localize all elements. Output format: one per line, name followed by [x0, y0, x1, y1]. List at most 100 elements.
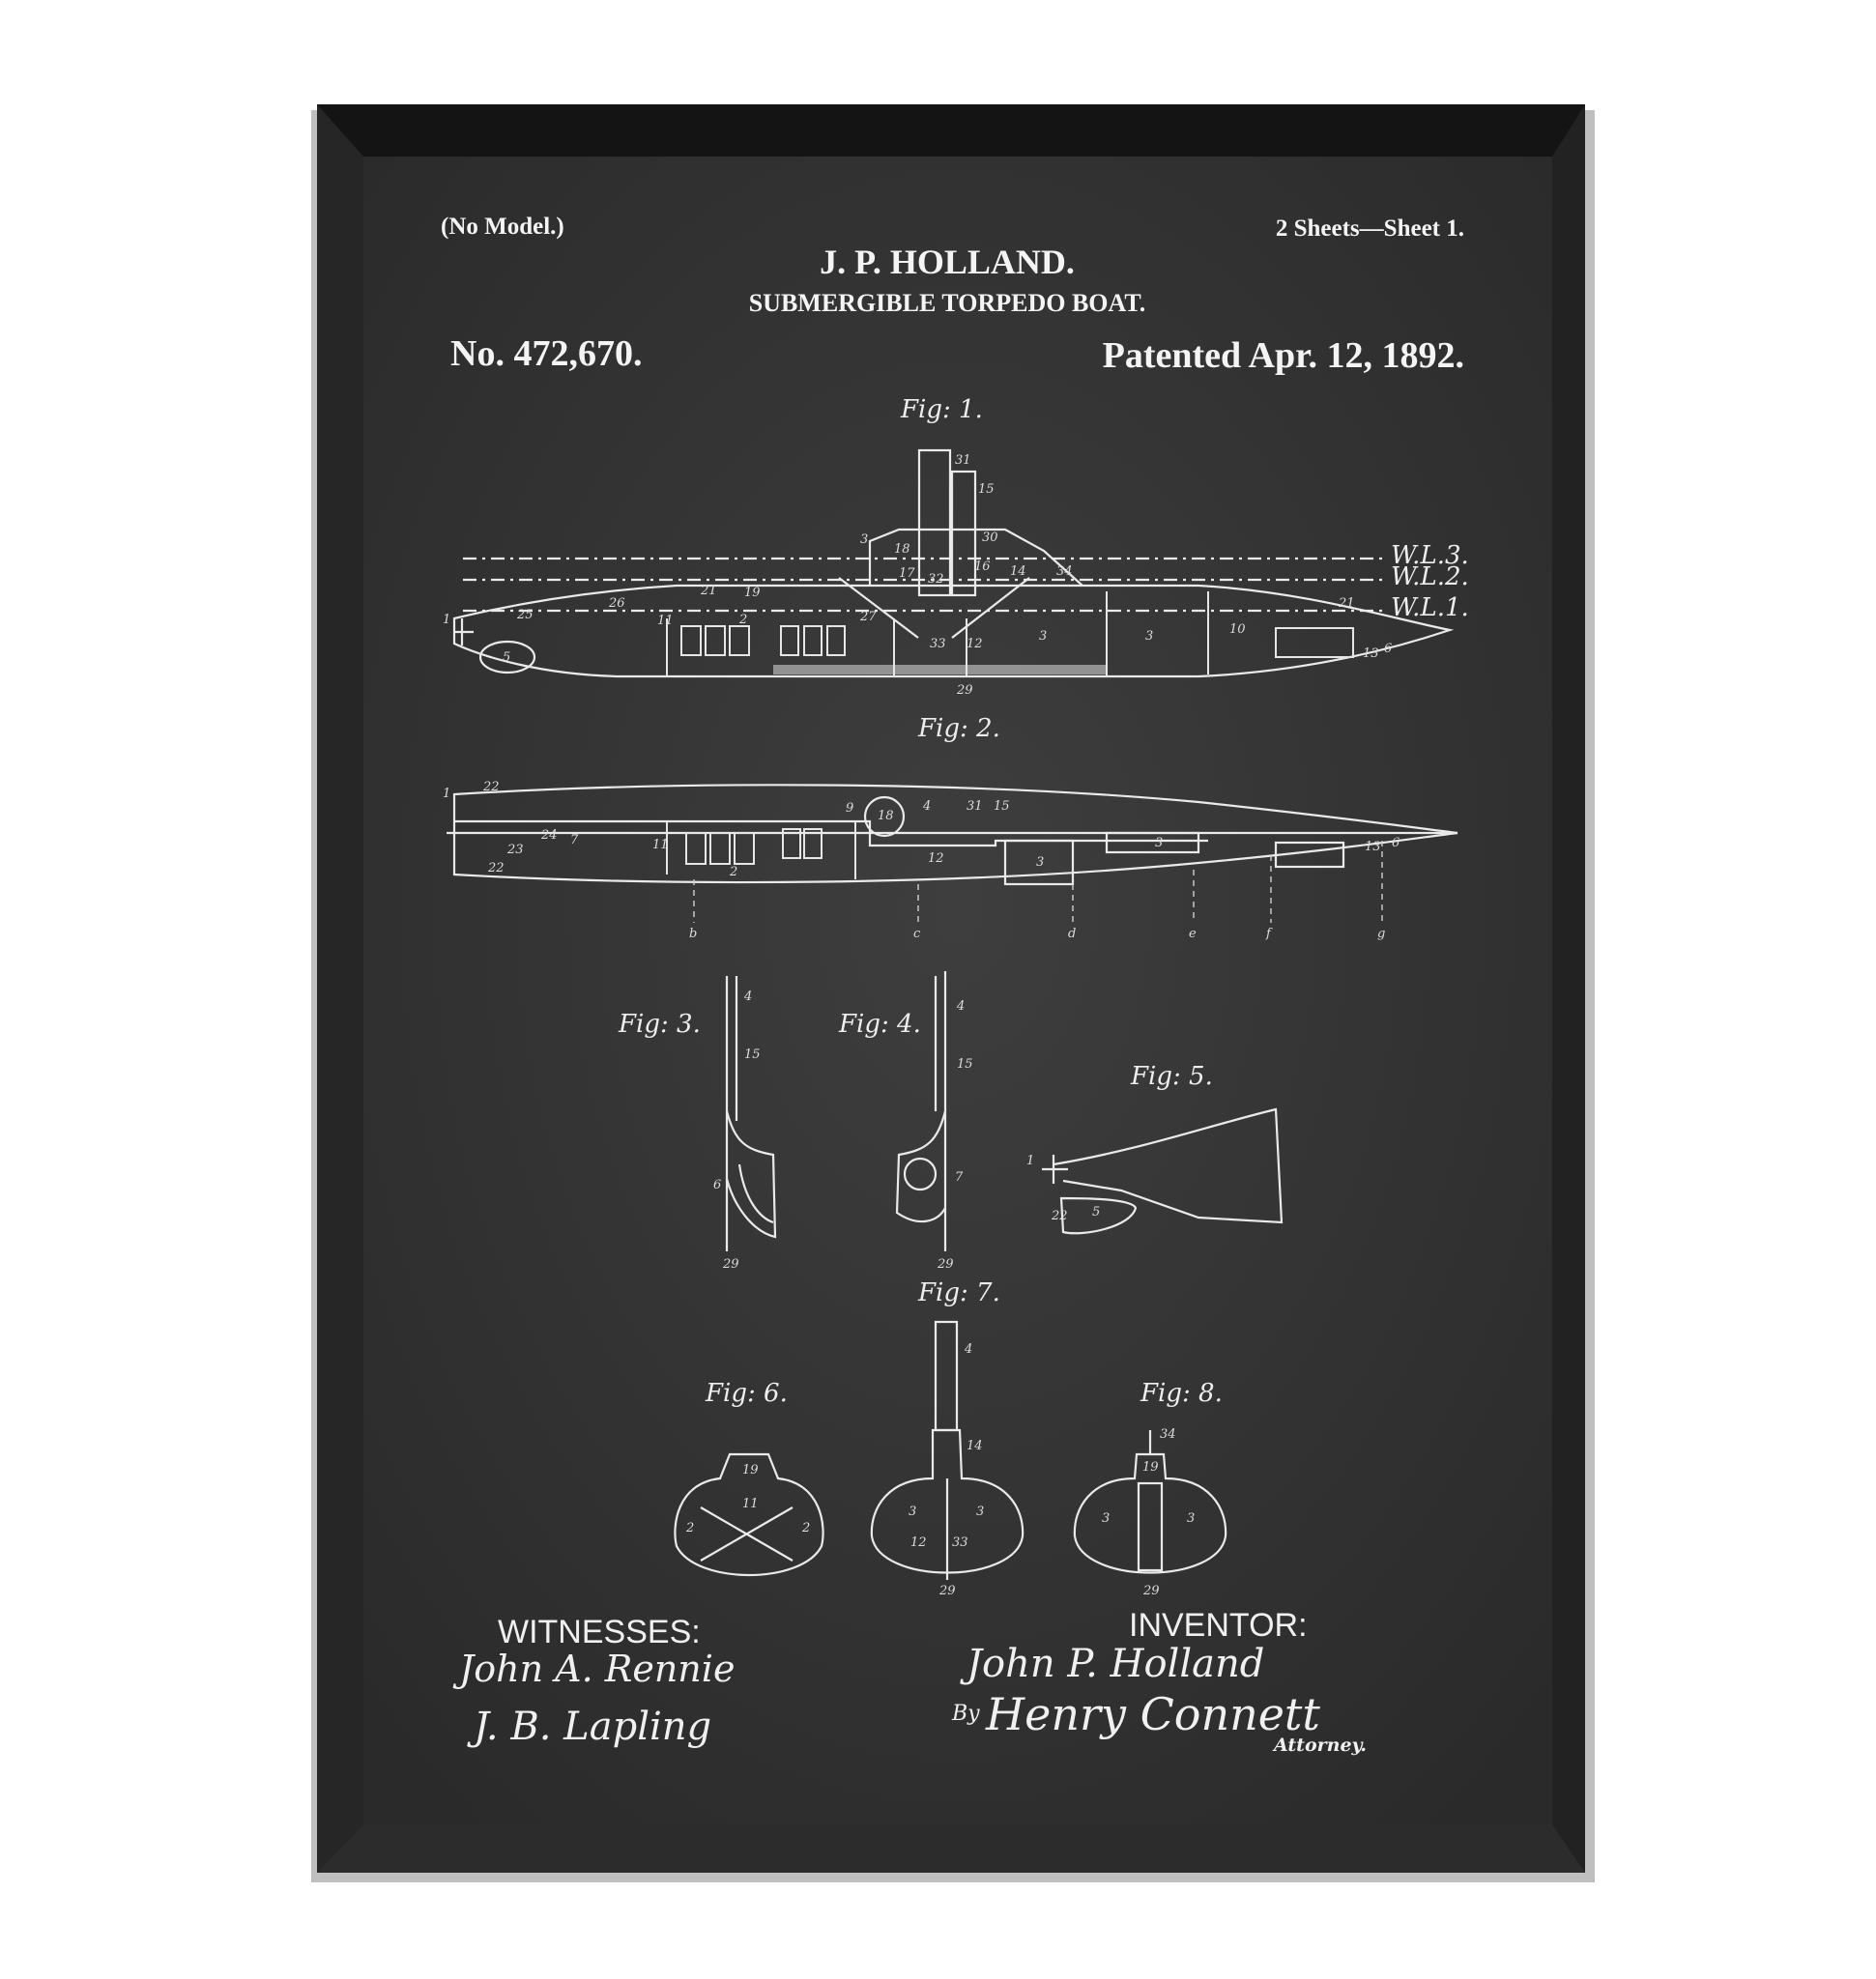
part-number-label: 31 [955, 453, 971, 468]
fig1-part-numbers: 1 25 26 11 2 21 19 3 27 17 32 18 16 14 3… [443, 453, 1392, 698]
fig1-label: Fig: 1. [900, 395, 983, 424]
part-number-label: 6 [1384, 642, 1392, 656]
part-number-label: 21 [700, 584, 717, 598]
part-number-label: 15 [994, 799, 1010, 814]
waterline-1: W.L.1. [1391, 593, 1469, 622]
witness2-signature: J. B. Lapling [467, 1705, 711, 1749]
part-number-label: 33 [930, 637, 946, 651]
part-number-label: 3 [1036, 855, 1044, 870]
fig7-label: Fig: 7. [917, 1278, 1000, 1307]
part-number-label: 29 [937, 1257, 954, 1272]
part-number-label: 25 [516, 608, 534, 622]
witness1-signature: John A. Rennie [452, 1648, 735, 1690]
part-number-label: 4 [964, 1342, 972, 1357]
part-number-label: 11 [742, 1497, 759, 1511]
part-number-label: 2 [738, 613, 747, 627]
part-number-label: 26 [608, 596, 625, 611]
part-number-label: 7 [570, 833, 579, 847]
part-number-label: 29 [1142, 1584, 1160, 1598]
part-number-label: 5 [1092, 1205, 1100, 1219]
part-number-label: f [1265, 927, 1273, 941]
part-number-label: 3 [909, 1505, 916, 1519]
part-number-label: 9 [846, 801, 853, 816]
part-number-label: 14 [967, 1439, 983, 1453]
part-number-label: 15 [957, 1057, 973, 1072]
part-number-label: 19 [742, 1463, 759, 1477]
fig5-label: Fig: 5. [1130, 1062, 1213, 1091]
frame-right-bevel [1552, 104, 1585, 1873]
part-number-label: 12 [967, 637, 983, 651]
part-number-label: 3 [1155, 836, 1163, 850]
part-number-label: 22 [482, 780, 500, 794]
fig8-label: Fig: 8. [1140, 1379, 1223, 1408]
fig2-part-numbers: 1 22 7 23 24 22 11 2 9 18 4 31 15 12 3 3… [443, 780, 1400, 941]
part-number-label: 12 [910, 1535, 927, 1550]
part-number-label: 17 [899, 566, 915, 581]
part-number-label: 3 [1102, 1511, 1110, 1526]
fig2-plan-view [447, 784, 1458, 923]
part-number-label: 34 [1056, 564, 1073, 579]
fig6-label: Fig: 6. [705, 1379, 788, 1408]
part-number-label: 3 [860, 532, 868, 547]
part-number-label: 4 [956, 999, 965, 1014]
part-number-label: 16 [974, 559, 991, 574]
part-number-label: 3 [1039, 629, 1047, 644]
part-number-label: 5 [503, 650, 510, 665]
part-number-label: 33 [952, 1535, 968, 1550]
patent-date: Patented Apr. 12, 1892. [1103, 335, 1464, 376]
witnesses-label: WITNESSES: [498, 1614, 701, 1650]
part-number-label: 11 [652, 838, 669, 852]
part-number-label: e [1189, 927, 1197, 941]
part-number-label: 1 [443, 613, 450, 627]
part-number-label: 13 [1365, 840, 1381, 854]
part-number-label: 12 [928, 851, 944, 866]
part-number-label: 14 [1010, 564, 1026, 579]
fig5-stern-view: 1 22 5 [1026, 1107, 1284, 1235]
part-number-label: 13 [1363, 646, 1379, 661]
part-number-label: c [913, 927, 921, 941]
part-number-label: 24 [540, 828, 558, 843]
waterline-3: W.L.3. [1391, 541, 1469, 570]
part-number-label: g [1377, 927, 1385, 941]
part-number-label: 18 [878, 809, 894, 823]
part-number-label: 19 [744, 586, 761, 600]
part-number-label: 29 [956, 683, 973, 698]
fig3-label: Fig: 3. [618, 1010, 701, 1039]
part-number-label: 1 [1026, 1154, 1034, 1168]
part-number-label: 32 [928, 572, 944, 587]
attorney-signature: Henry Connett [985, 1688, 1320, 1740]
part-number-label: 11 [657, 614, 674, 628]
part-number-label: 30 [982, 531, 998, 545]
chalkboard [363, 157, 1552, 1824]
patent-number: No. 472,670. [450, 333, 642, 374]
part-number-label: 4 [743, 990, 752, 1004]
fig4-rudder-view: 4 15 7 29 [895, 971, 973, 1272]
inventor-title: J. P. HOLLAND. [820, 243, 1075, 281]
part-number-label: 19 [1142, 1460, 1159, 1475]
part-number-label: 7 [955, 1170, 964, 1185]
fig7-cross-section: 4 14 3 3 12 33 29 [870, 1320, 1025, 1598]
part-number-label: 22 [1051, 1209, 1068, 1223]
fig4-label: Fig: 4. [838, 1010, 921, 1039]
fig8-cross-section: 34 19 3 3 29 [1073, 1427, 1227, 1598]
part-number-label: 2 [729, 865, 737, 879]
part-number-label: 4 [922, 799, 931, 814]
attorney-label: Attorney. [1272, 1735, 1367, 1756]
frame-left-bevel [317, 104, 363, 1873]
fig2-label: Fig: 2. [917, 714, 1000, 743]
fig1-side-view [452, 448, 1455, 678]
part-number-label: d [1068, 927, 1076, 941]
part-number-label: 6 [1392, 836, 1400, 850]
part-number-label: 27 [859, 610, 877, 624]
part-number-label: 34 [1160, 1427, 1176, 1442]
part-number-label: 10 [1229, 622, 1246, 637]
part-number-label: 21 [1338, 596, 1355, 611]
part-number-label: 31 [967, 799, 983, 814]
part-number-label: 6 [713, 1178, 721, 1192]
fig3-rudder-view: 4 15 6 29 [713, 976, 777, 1272]
frame-bottom-bevel [317, 1824, 1585, 1873]
part-number-label: 3 [1187, 1511, 1195, 1526]
patent-title: SUBMERGIBLE TORPEDO BOAT. [749, 289, 1146, 317]
sheets-label: 2 Sheets—Sheet 1. [1276, 215, 1464, 242]
